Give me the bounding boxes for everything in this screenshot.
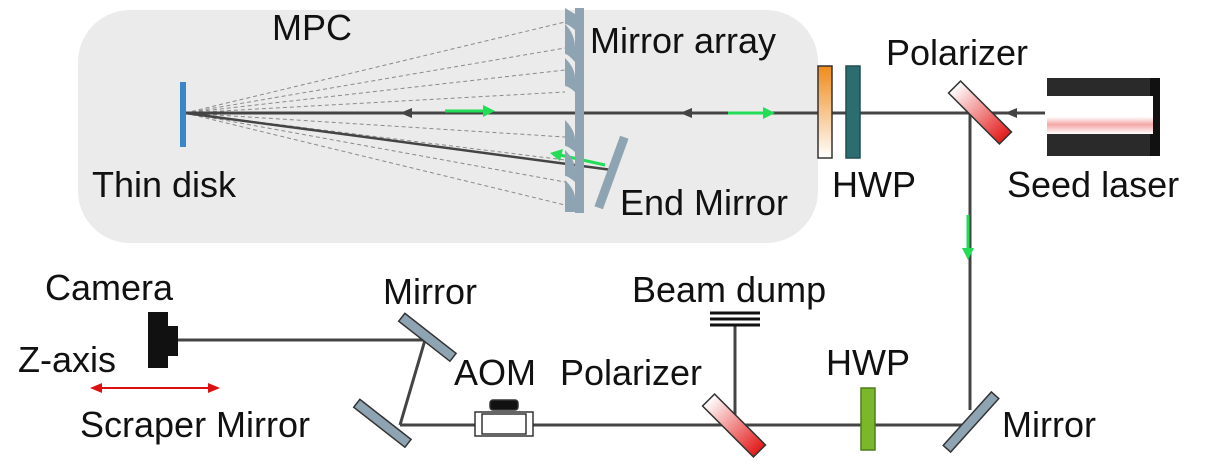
label-hwp-top: HWP xyxy=(832,164,916,205)
green-arrows xyxy=(445,105,974,260)
scraper-mirror xyxy=(352,398,413,449)
beam-paths xyxy=(175,111,1045,427)
z-axis-arrow xyxy=(90,383,220,393)
label-mirror-top-left: Mirror xyxy=(383,271,477,312)
label-mpc: MPC xyxy=(272,7,352,48)
label-beam-dump: Beam dump xyxy=(632,269,826,310)
orange-plate xyxy=(817,65,833,159)
mirror-array xyxy=(565,8,584,213)
label-mirror-array: Mirror array xyxy=(590,20,776,61)
polarizer-bottom xyxy=(701,392,767,459)
camera xyxy=(148,312,178,368)
hwp-bottom xyxy=(860,387,876,451)
thin-disk xyxy=(180,82,186,147)
polarizer-top xyxy=(947,79,1013,146)
seed-laser xyxy=(1047,78,1160,156)
label-z-axis: Z-axis xyxy=(18,339,116,380)
label-scraper-mirror: Scraper Mirror xyxy=(80,404,310,445)
label-end-mirror: End Mirror xyxy=(620,182,788,223)
beam-direction-arrows xyxy=(400,108,1017,118)
hwp-top xyxy=(845,65,861,159)
label-mirror-bottom-right: Mirror xyxy=(1002,404,1096,445)
mirror-bottom-right xyxy=(942,390,1000,454)
aom xyxy=(474,399,534,437)
label-aom: AOM xyxy=(454,352,536,393)
label-thin-disk: Thin disk xyxy=(92,164,237,205)
label-polarizer-top: Polarizer xyxy=(886,32,1028,73)
mirror-top-left xyxy=(397,312,458,363)
label-hwp-bottom: HWP xyxy=(826,342,910,383)
label-seed-laser: Seed laser xyxy=(1007,164,1179,205)
mpc-enclosure xyxy=(78,10,818,243)
end-mirror xyxy=(594,135,629,210)
label-polarizer-bottom: Polarizer xyxy=(560,352,702,393)
label-camera: Camera xyxy=(45,267,174,308)
beam-dump xyxy=(710,311,760,327)
